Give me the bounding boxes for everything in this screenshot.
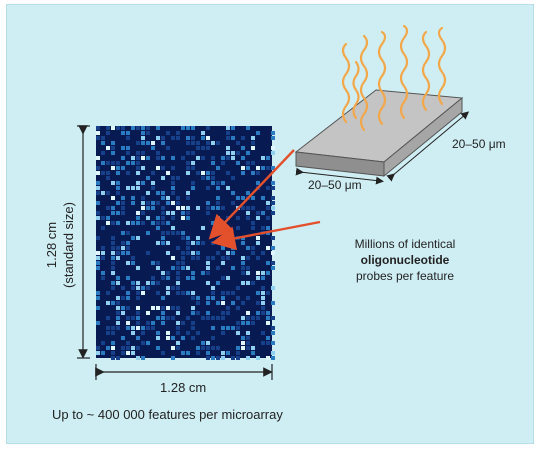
- probes-line-1: Millions of identical: [354, 237, 456, 251]
- probes-line-2: oligonucleotide: [360, 253, 450, 267]
- height-dimension-line: [77, 125, 90, 359]
- probe-feature-platform: [294, 89, 464, 178]
- array-height-value: 1.28 cm: [44, 221, 59, 269]
- platform-width-label: 20–50 μm: [452, 137, 506, 151]
- array-height-label: 1.28 cm (standard size): [43, 202, 77, 288]
- probes-description: Millions of identical oligonucleotide pr…: [340, 236, 470, 284]
- array-height-note: (standard size): [61, 202, 76, 288]
- array-width-label: 1.28 cm: [160, 380, 207, 395]
- platform-depth-label: 20–50 μm: [308, 178, 362, 192]
- pointer-arrow-upper: [208, 149, 295, 240]
- microarray-spots: [96, 126, 275, 360]
- width-dimension-line: [95, 364, 273, 380]
- oligonucleotide-strands: [341, 24, 447, 132]
- platform-dimension-lines: [295, 111, 470, 185]
- figure-caption: Up to ~ 400 000 features per microarray: [52, 407, 283, 422]
- pointer-arrow-lower: [211, 220, 321, 251]
- probes-line-3: probes per feature: [355, 269, 455, 283]
